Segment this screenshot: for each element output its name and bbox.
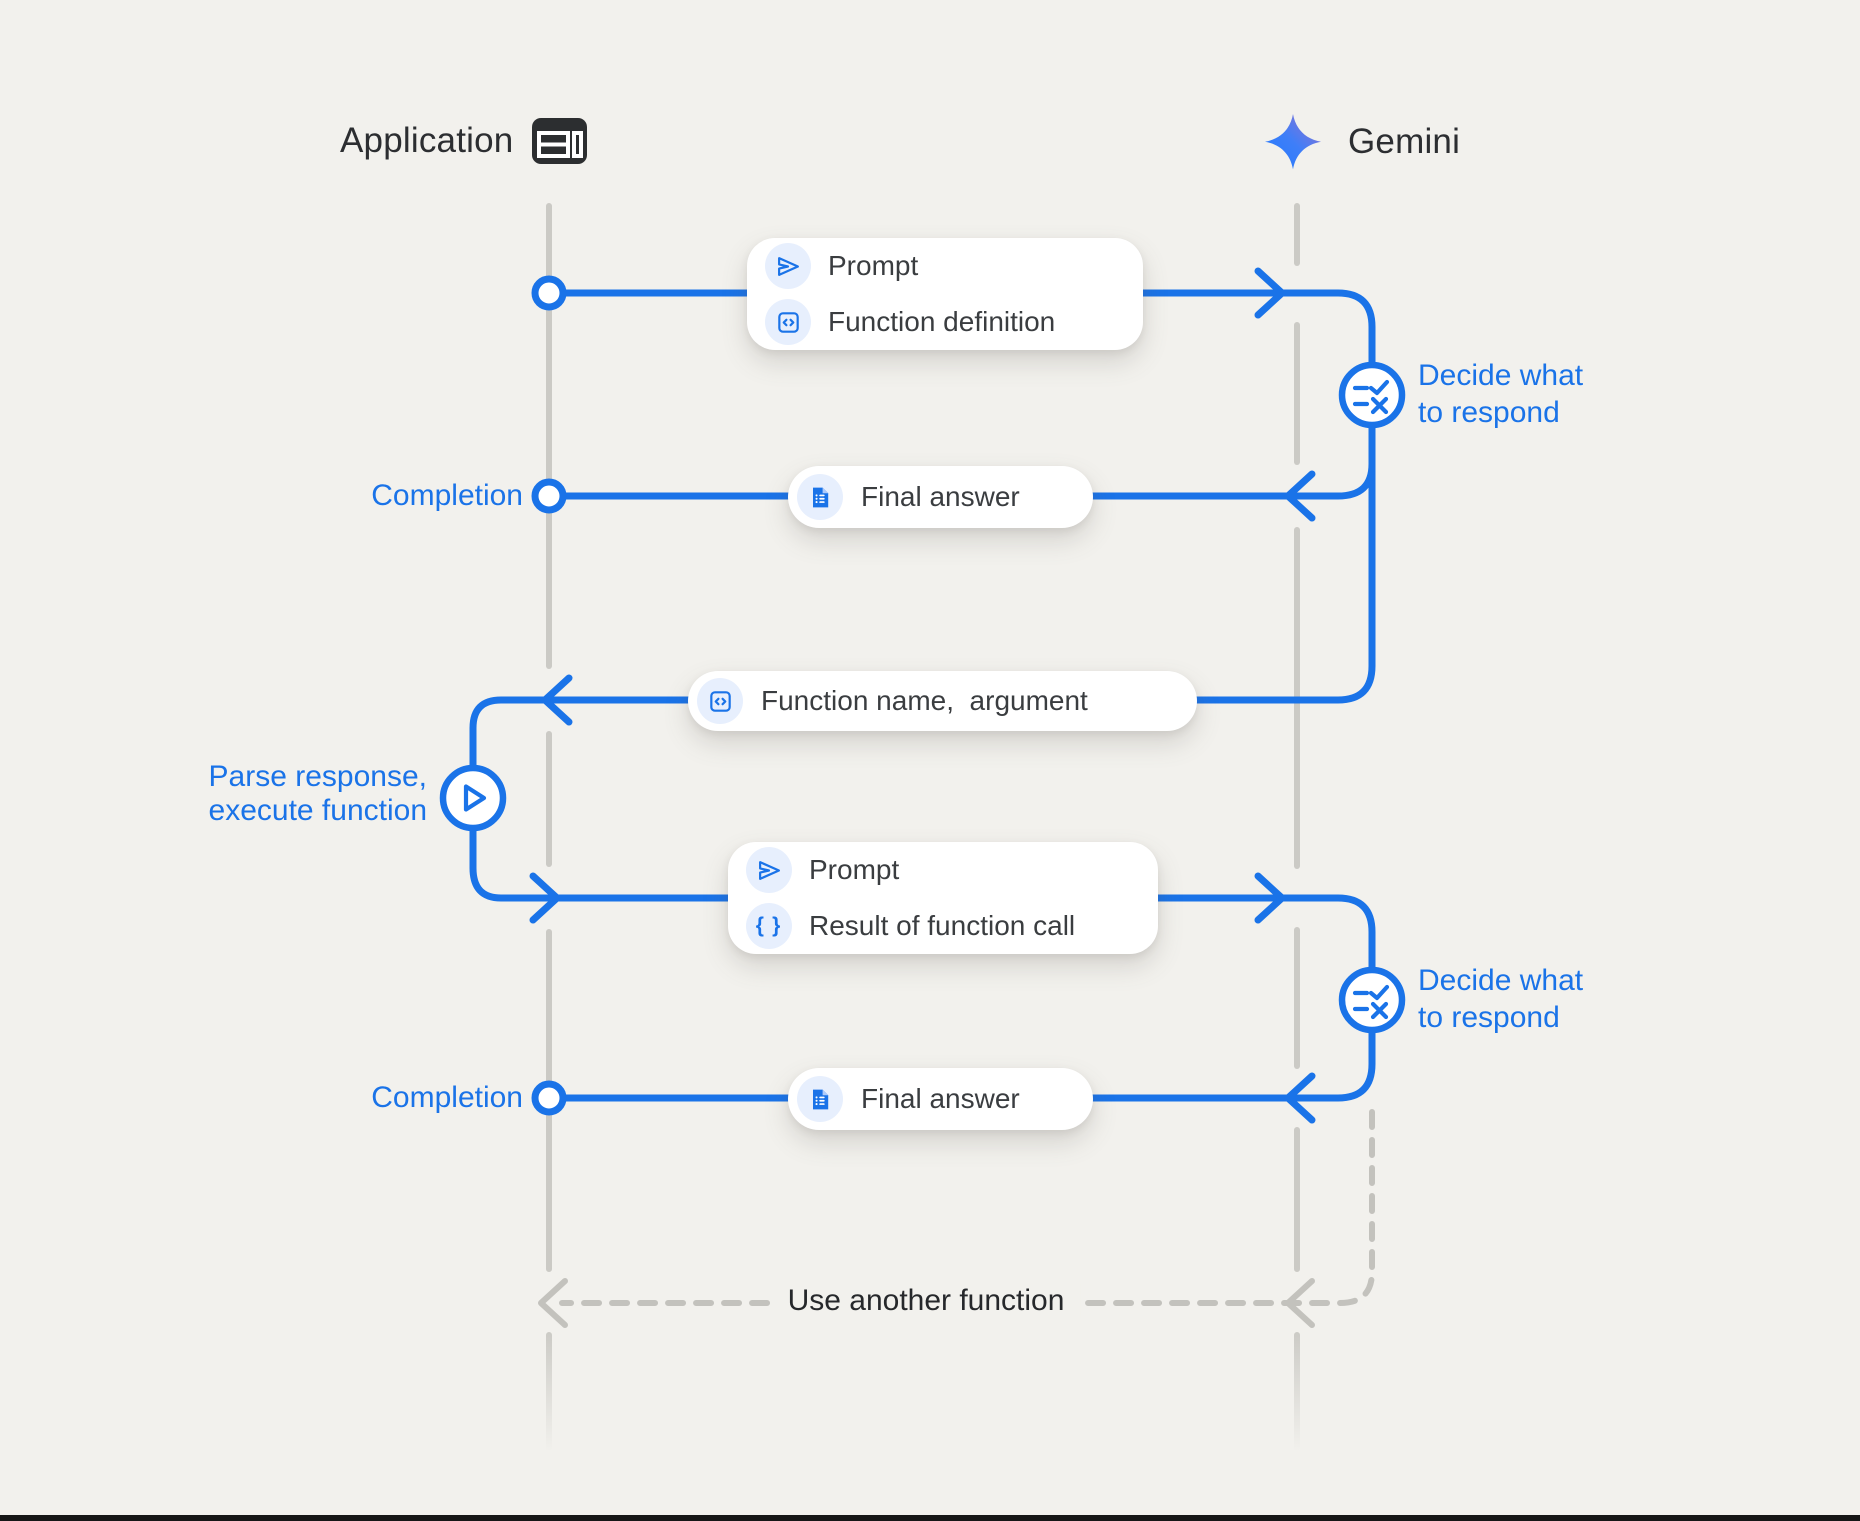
message-row: Prompt xyxy=(765,243,1119,289)
completion-label-1: Completion xyxy=(371,479,523,512)
decide-node-1 xyxy=(1338,361,1406,429)
gemini-label: Gemini xyxy=(1348,122,1461,161)
application-window-icon xyxy=(532,118,588,164)
completion-label-2: Completion xyxy=(371,1081,523,1114)
code-box-icon xyxy=(765,299,811,345)
decide-node-2 xyxy=(1338,966,1406,1034)
arrowhead-right-prompt1 xyxy=(1254,267,1286,319)
gemini-star-icon xyxy=(1265,114,1321,170)
arrowhead-right-prompt2-gemini xyxy=(1254,872,1286,924)
send-icon xyxy=(765,243,811,289)
arrowhead-left-final2 xyxy=(1284,1072,1316,1124)
use-another-function-dashed-arrow xyxy=(538,1109,1375,1328)
braces-icon: { } xyxy=(746,903,792,949)
message-row: Function definition xyxy=(765,299,1119,345)
message-card-prompt-result: Prompt { } Result of function call xyxy=(728,842,1158,954)
arrowhead-left-function-call xyxy=(541,674,573,726)
decide-rules-icon xyxy=(1352,379,1390,415)
message-label: Final answer xyxy=(861,1083,1020,1114)
document-icon xyxy=(797,474,843,520)
message-label: Function name, argument xyxy=(761,685,1088,716)
message-label: Prompt xyxy=(828,250,919,281)
parse-execute-node xyxy=(439,764,507,832)
bottom-bar xyxy=(0,1515,1860,1521)
message-label: Result of function call xyxy=(809,910,1076,941)
decide-rules-icon xyxy=(1352,984,1390,1020)
loop-arrowhead-application xyxy=(538,1278,568,1328)
message-label: Prompt xyxy=(809,854,900,885)
arrowhead-left-final1 xyxy=(1284,470,1316,522)
message-pill-function-name-argument: Function name, argument xyxy=(688,671,1197,731)
code-box-icon xyxy=(697,678,743,724)
message-card-prompt-function-definition: Prompt Function definition xyxy=(747,238,1143,350)
send-icon xyxy=(746,847,792,893)
actor-gemini: Gemini xyxy=(1348,122,1460,162)
application-label: Application xyxy=(340,121,514,160)
message-row: Prompt xyxy=(746,847,1134,893)
play-icon xyxy=(463,784,487,812)
message-label: Function definition xyxy=(828,306,1056,337)
start-node-prompt1 xyxy=(531,275,567,311)
message-row: { } Result of function call xyxy=(746,903,1134,949)
message-pill-final-answer-2: Final answer xyxy=(788,1068,1093,1130)
actor-application: Application xyxy=(340,117,588,165)
end-node-completion1 xyxy=(531,478,567,514)
end-node-completion2 xyxy=(531,1080,567,1116)
use-another-function-label: Use another function xyxy=(771,1284,1081,1318)
message-label: Final answer xyxy=(861,481,1020,512)
decide-label-2: Decide what to respond xyxy=(1418,964,1584,1034)
decide-label-1: Decide what to respond xyxy=(1418,359,1584,429)
parse-execute-label: Parse response, execute function xyxy=(208,760,427,827)
arrowhead-right-prompt2-app xyxy=(529,872,561,924)
loop-arrowhead-gemini xyxy=(1285,1278,1315,1328)
message-pill-final-answer-1: Final answer xyxy=(788,466,1093,528)
document-icon xyxy=(797,1076,843,1122)
